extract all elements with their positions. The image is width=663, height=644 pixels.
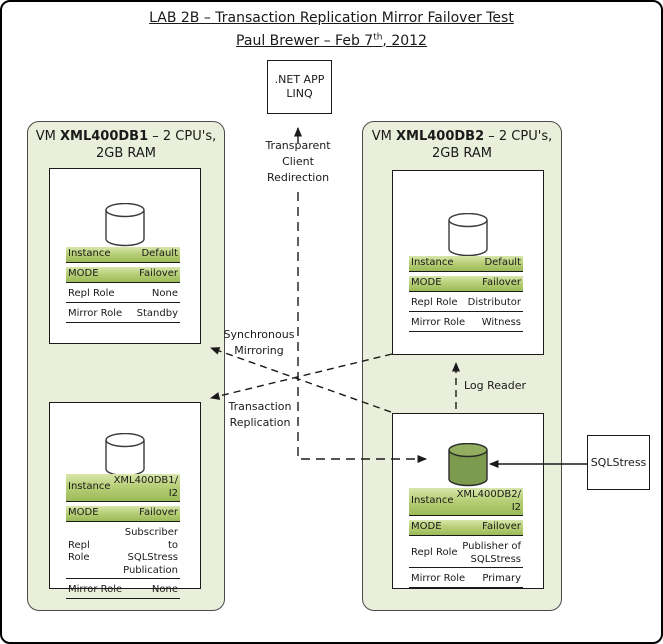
sqlstress-box: SQLStress bbox=[587, 435, 650, 490]
row-label: Mirror Role bbox=[68, 584, 123, 596]
transaction-replication-label: Transaction Replication bbox=[228, 400, 292, 429]
row-value: Failover bbox=[139, 507, 178, 519]
dotnet-app-label: .NET APP LINQ bbox=[274, 73, 325, 100]
row-value: Distributor bbox=[467, 297, 521, 309]
row-label: Instance bbox=[68, 248, 111, 260]
row-value: Failover bbox=[482, 521, 521, 533]
repl-role-row: Repl Role Distributor bbox=[409, 296, 523, 312]
row-value: Failover bbox=[139, 268, 178, 280]
mode-row: MODE Failover bbox=[66, 267, 180, 283]
vm1-instance-default-box: Instance Default MODE Failover Repl Role… bbox=[49, 168, 201, 344]
row-value: Publisher of SQLStress bbox=[462, 541, 521, 565]
row-value: None bbox=[151, 288, 178, 300]
row-label: Instance bbox=[411, 257, 454, 269]
vm1-instance-i2-box: Instance XML400DB1/ I2 MODE Failover Rep… bbox=[49, 402, 201, 599]
row-label: MODE bbox=[68, 268, 99, 280]
repl-role-row: Repl Role Publisher of SQLStress bbox=[409, 540, 523, 568]
log-reader-label: Log Reader bbox=[464, 379, 527, 392]
row-value: XML400DB1/ I2 bbox=[113, 475, 178, 499]
row-value: Default bbox=[484, 257, 521, 269]
row-value: Standby bbox=[136, 308, 178, 320]
row-label: Mirror Role bbox=[411, 317, 466, 329]
row-value: Witness bbox=[481, 317, 521, 329]
row-value: Failover bbox=[482, 277, 521, 289]
mirror-role-row: Mirror Role Primary bbox=[409, 572, 523, 588]
title-line1: LAB 2B – Transaction Replication Mirror … bbox=[149, 10, 514, 26]
database-icon bbox=[105, 433, 145, 477]
mirror-role-row: Mirror Role None bbox=[66, 583, 180, 599]
mode-row: MODE Failover bbox=[66, 506, 180, 522]
instance-row: Instance Default bbox=[66, 247, 180, 263]
row-label: MODE bbox=[68, 507, 99, 519]
instance-row: Instance XML400DB1/ I2 bbox=[66, 474, 180, 502]
repl-role-row: Repl Role None bbox=[66, 287, 180, 303]
page-title: LAB 2B – Transaction Replication Mirror … bbox=[2, 9, 661, 51]
instance-row: Instance Default bbox=[409, 256, 523, 272]
vm-xml400db1-box: VM XML400DB1 – 2 CPU's, 2GB RAM Instance… bbox=[27, 121, 225, 611]
row-label: Instance bbox=[411, 495, 454, 507]
mode-row: MODE Failover bbox=[409, 276, 523, 292]
row-value: XML400DB2/ I2 bbox=[456, 489, 521, 513]
row-label: Repl Role bbox=[68, 288, 115, 300]
row-label: MODE bbox=[411, 521, 442, 533]
mode-row: MODE Failover bbox=[409, 520, 523, 536]
vm1-title: VM XML400DB1 – 2 CPU's, 2GB RAM bbox=[35, 129, 217, 161]
row-label: MODE bbox=[411, 277, 442, 289]
vm2-title: VM XML400DB2 – 2 CPU's, 2GB RAM bbox=[371, 129, 553, 161]
vm-xml400db2-box: VM XML400DB2 – 2 CPU's, 2GB RAM Instance… bbox=[362, 121, 562, 611]
row-label: Repl Role bbox=[411, 547, 458, 559]
row-label: Mirror Role bbox=[411, 573, 466, 585]
row-label: Mirror Role bbox=[68, 308, 123, 320]
row-value: Primary bbox=[482, 573, 521, 585]
database-icon bbox=[448, 213, 488, 257]
row-label: Repl Role bbox=[411, 297, 458, 309]
mirror-role-row: Mirror Role Witness bbox=[409, 316, 523, 332]
sqlstress-label: SQLStress bbox=[590, 456, 647, 469]
instance-row: Instance XML400DB2/ I2 bbox=[409, 488, 523, 516]
repl-role-row: Repl Role Subscriber to SQLStress Public… bbox=[66, 526, 180, 579]
row-value: Subscriber to SQLStress Publication bbox=[123, 527, 178, 576]
vm2-instance-i2-box: Instance XML400DB2/ I2 MODE Failover Rep… bbox=[392, 413, 544, 589]
client-redirection-label: Transparent Client Redirection bbox=[265, 139, 331, 184]
row-label: Repl Role bbox=[68, 539, 90, 564]
row-value: Default bbox=[141, 248, 178, 260]
row-label: Instance bbox=[68, 481, 111, 493]
mirror-role-row: Mirror Role Standby bbox=[66, 307, 180, 323]
database-icon-active bbox=[448, 443, 488, 487]
synchronous-mirroring-label: Synchronous Mirroring bbox=[223, 328, 295, 357]
row-value: None bbox=[151, 584, 178, 596]
database-icon bbox=[105, 203, 145, 247]
title-line2: Paul Brewer – Feb 7th, 2012 bbox=[236, 32, 427, 49]
vm2-instance-default-box: Instance Default MODE Failover Repl Role… bbox=[392, 170, 544, 355]
dotnet-app-box: .NET APP LINQ bbox=[267, 60, 332, 114]
